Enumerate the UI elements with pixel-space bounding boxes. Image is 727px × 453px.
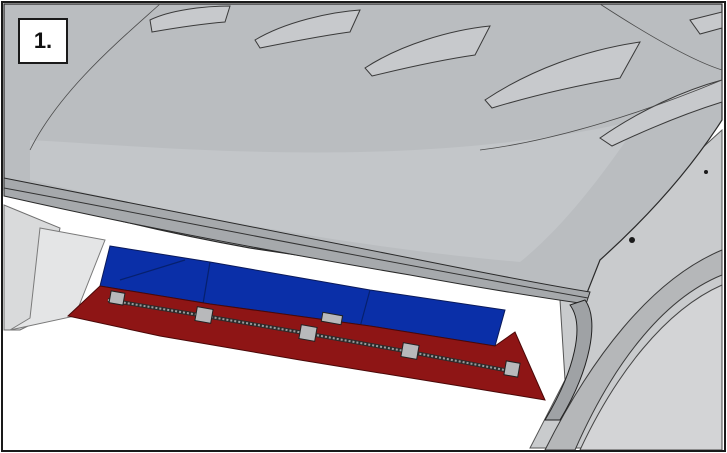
wheel-arch-inner <box>579 284 723 451</box>
roof-seams <box>29 3 723 151</box>
roof-highlight <box>30 120 640 262</box>
roof-edge-line <box>3 187 589 299</box>
blue-module-divisions <box>119 259 371 328</box>
roof-ribs <box>149 5 723 147</box>
left-trim-panel <box>9 227 106 331</box>
window-frame-right <box>544 299 593 421</box>
mounting-clips <box>108 290 521 378</box>
wheel-arch-ring <box>544 249 723 451</box>
fastener-dots <box>629 170 708 243</box>
step-number-badge: 1. <box>18 18 68 64</box>
